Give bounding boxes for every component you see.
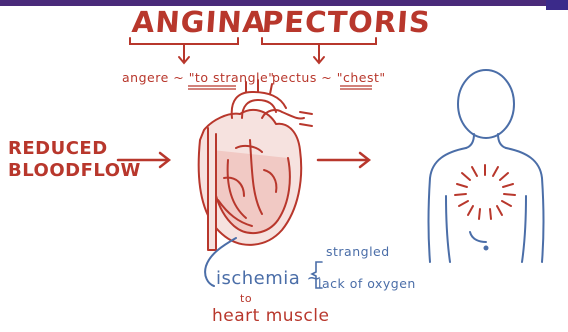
pectoris-bracket: [262, 38, 376, 63]
pectoris-meaning: "chest": [337, 70, 386, 85]
angina-root: angere ~: [122, 70, 189, 85]
lack-of-oxygen-label: lack of oxygen: [318, 276, 416, 291]
strangled-label: strangled: [326, 244, 390, 259]
angina-bracket: [130, 38, 238, 63]
reduced-bloodflow-label: REDUCED BLOODFLOW: [8, 138, 141, 182]
pectoris-root: pectus ~: [272, 70, 337, 85]
chest-pain-rays-icon: [455, 165, 515, 219]
title-pectoris: PECTORIS: [261, 5, 432, 39]
angina-meaning: "to strangle": [189, 70, 275, 85]
arrow-right: [318, 153, 369, 167]
pectoris-etymology: pectus ~ "chest": [272, 70, 386, 85]
to-label: to: [240, 292, 252, 305]
angina-etymology: angere ~ "to strangle": [122, 70, 274, 85]
bloodflow-label: BLOODFLOW: [8, 160, 141, 182]
ischemia-label: ischemia ~: [216, 268, 322, 289]
meaning-underlines: [188, 86, 372, 89]
reduced-label: REDUCED: [8, 138, 141, 160]
heart-illustration-icon: [199, 80, 312, 250]
title-angina: ANGINA: [131, 5, 267, 39]
heart-muscle-label: heart muscle: [212, 306, 329, 326]
